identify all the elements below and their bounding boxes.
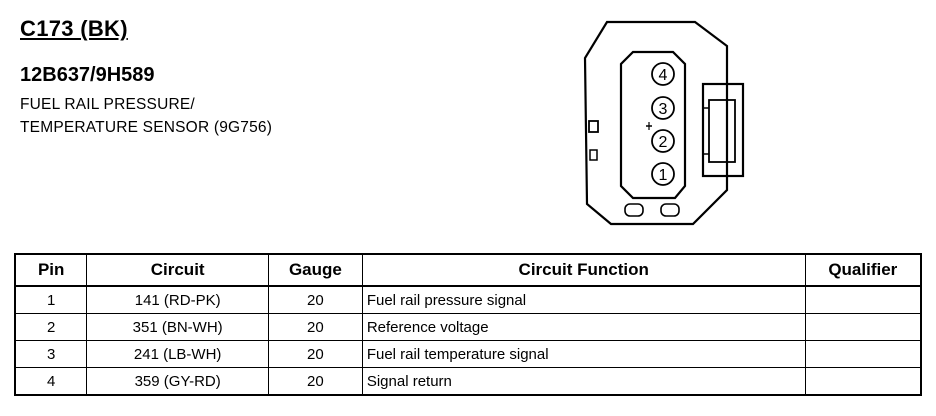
connector-housing [583,20,729,226]
latch-outer [701,82,745,178]
latch-inner [708,99,736,163]
pin-cavity [619,50,687,200]
cell-qualifier [804,285,922,314]
key-mark-upper [588,120,599,133]
pin-3: 3 [651,96,675,120]
cell-pin: 1 [14,285,88,314]
table-header-row: Pin Circuit Gauge Circuit Function Quali… [14,253,922,287]
header-circuit-function: Circuit Function [361,253,806,287]
cell-gauge: 20 [267,285,363,314]
cell-function: Fuel rail pressure signal [361,285,806,314]
header-qualifier: Qualifier [804,253,922,287]
cell-circuit: 351 (BN-WH) [86,313,269,341]
cell-circuit: 141 (RD-PK) [86,285,269,314]
connector-id: C173 (BK) [20,16,128,41]
cell-function: Signal return [361,367,806,396]
cell-pin: 3 [14,340,88,368]
table-row: 4 359 (GY-RD) 20 Signal return [14,367,922,396]
pin-4-label: 4 [659,67,668,84]
cell-gauge: 20 [267,340,363,368]
header-gauge: Gauge [267,253,363,287]
pin-2-label: 2 [659,134,668,151]
cell-gauge: 20 [267,313,363,341]
sensor-description-line2: TEMPERATURE SENSOR (9G756) [20,119,273,136]
cell-qualifier [804,313,922,341]
cell-qualifier [804,340,922,368]
header-circuit: Circuit [86,253,269,287]
pin-4: 4 [651,62,675,86]
pin-3-label: 3 [659,101,668,118]
cell-function: Reference voltage [361,313,806,341]
pinout-table: Pin Circuit Gauge Circuit Function Quali… [14,253,922,396]
table-row: 2 351 (BN-WH) 20 Reference voltage [14,313,922,341]
header-pin: Pin [14,253,88,287]
table-row: 1 141 (RD-PK) 20 Fuel rail pressure sign… [14,285,922,314]
cell-qualifier [804,367,922,396]
cell-pin: 4 [14,367,88,396]
part-number: 12B637/9H589 [20,64,155,86]
key-mark-lower [589,149,598,161]
connector-face-diagram: 4 3 2 1 [583,20,745,226]
pin-1-label: 1 [659,167,668,184]
cell-function: Fuel rail temperature signal [361,340,806,368]
sensor-description-line1: FUEL RAIL PRESSURE/ [20,96,195,113]
pin-1: 1 [651,162,675,186]
cell-pin: 2 [14,313,88,341]
pin-2: 2 [651,129,675,153]
table-row: 3 241 (LB-WH) 20 Fuel rail temperature s… [14,340,922,368]
cell-circuit: 241 (LB-WH) [86,340,269,368]
cell-circuit: 359 (GY-RD) [86,367,269,396]
cell-gauge: 20 [267,367,363,396]
